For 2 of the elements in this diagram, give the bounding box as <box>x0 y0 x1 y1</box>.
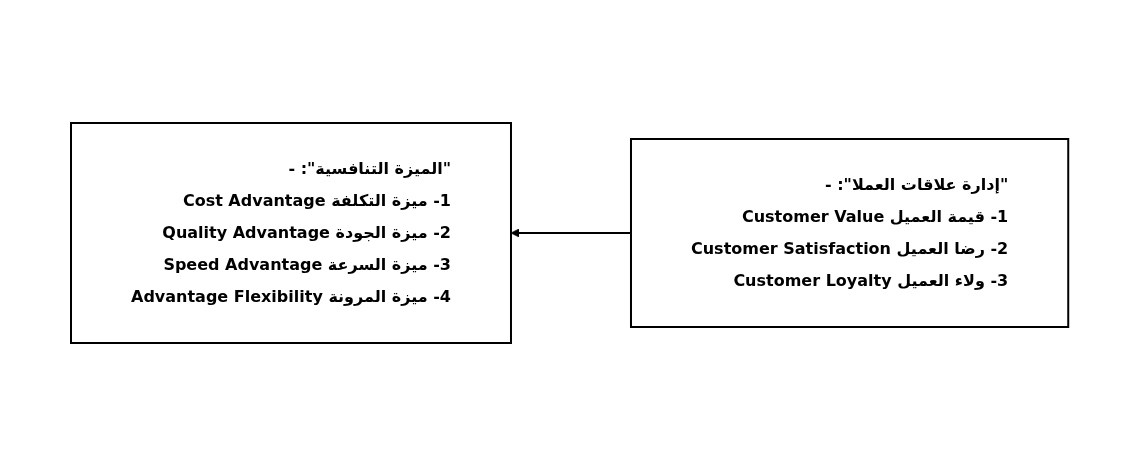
node-box: "إدارة علاقات العملا": - 1- قيمة العميل Customer Value 2- رضا العميل Customer Satisfaction 3- ولاء العميل Customer Loyalty <box>630 137 1070 328</box>
node-box: "الميزة التنافسية": - 1- ميزة التكلفة Cost Advantage 2- ميزة الجودة Quality Advantage 3- ميزة السرعة Speed Advantage 4- ميزة المرونة Advantage Flexibility <box>70 121 513 344</box>
